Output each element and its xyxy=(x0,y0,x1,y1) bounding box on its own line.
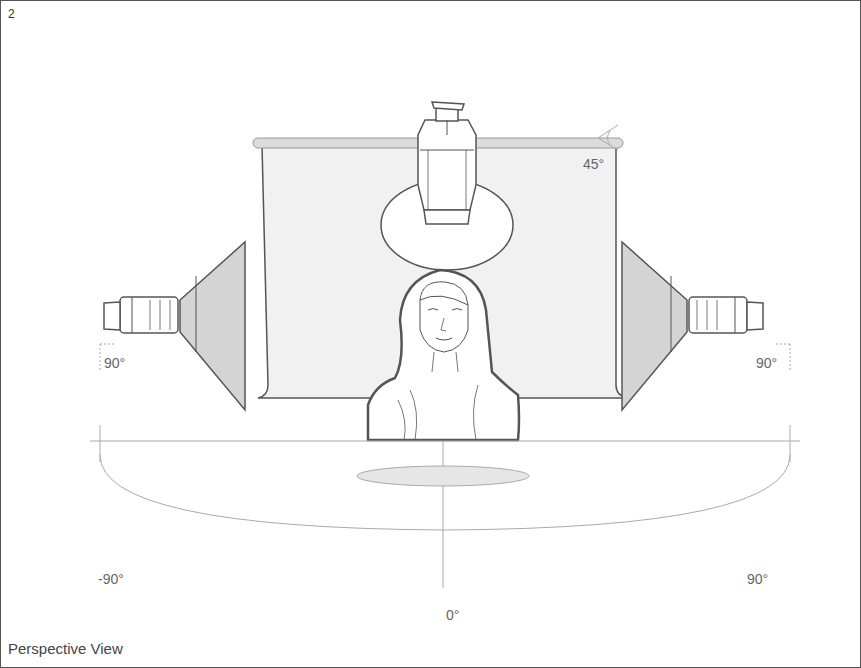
angle-label: 90° xyxy=(756,356,777,370)
angle-label: -90° xyxy=(98,572,124,586)
model-figure xyxy=(368,270,519,440)
angle-label: 45° xyxy=(583,157,604,171)
angle-label: 90° xyxy=(747,572,768,586)
left-light xyxy=(104,242,245,410)
top-light xyxy=(381,102,513,270)
right-light xyxy=(622,242,763,410)
angle-label: 90° xyxy=(104,356,125,370)
angle-scale xyxy=(90,344,800,588)
caption: Perspective View xyxy=(8,641,123,656)
figure-number: 2 xyxy=(8,8,15,20)
angle-mark xyxy=(598,125,618,150)
angle-label: 0° xyxy=(446,608,459,622)
